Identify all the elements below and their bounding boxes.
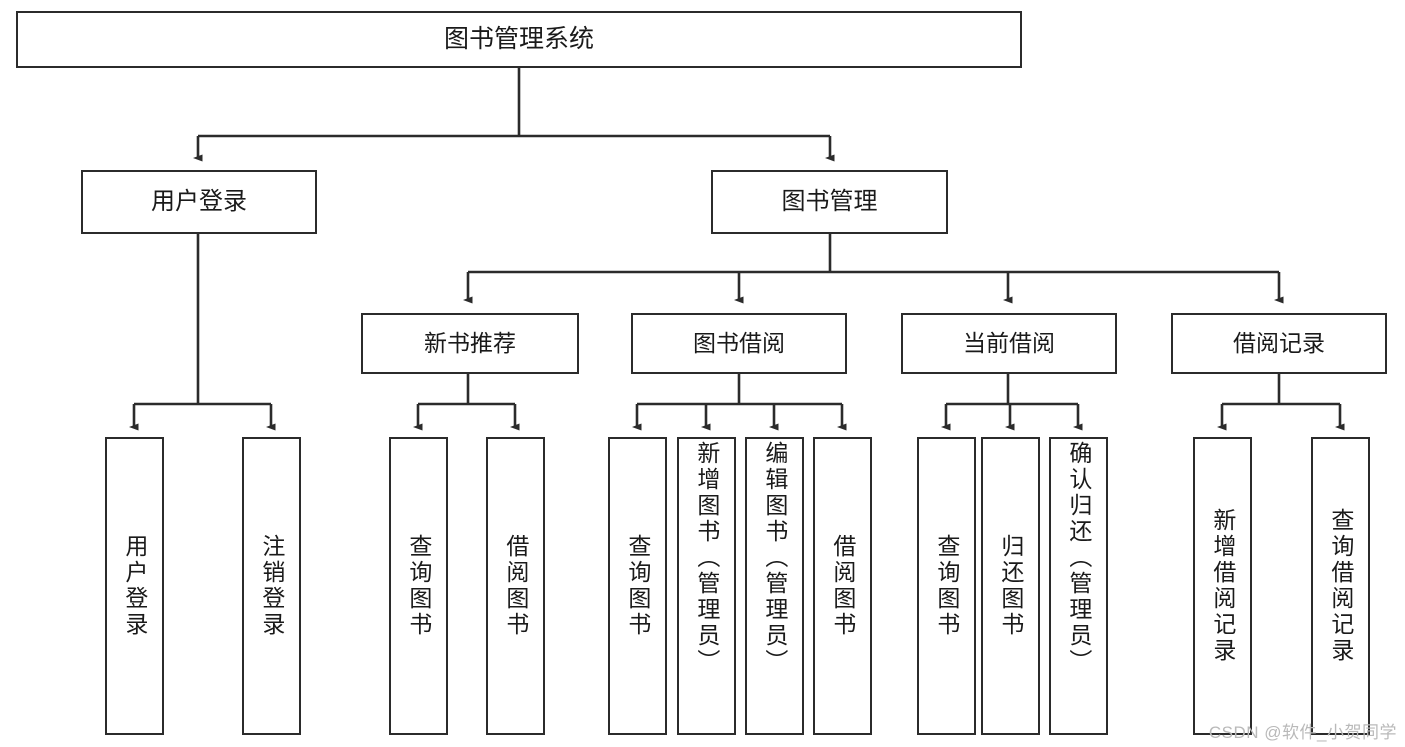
node-root-book-management-system[interactable]: 图书管理系统 [16, 11, 1022, 68]
leaf-book-borrow-edit-book-admin[interactable]: 编辑图书（管理员） [745, 437, 804, 735]
leaf-book-borrow-query-book[interactable]: 查询图书 [608, 437, 667, 735]
node-label: 新书推荐 [424, 330, 516, 357]
node-new-book-recommend[interactable]: 新书推荐 [361, 313, 579, 374]
leaf-new-book-borrow-book[interactable]: 借阅图书 [486, 437, 545, 735]
node-label: 注销登录 [258, 534, 285, 638]
leaf-user-login-login[interactable]: 用户登录 [105, 437, 164, 735]
node-current-borrow[interactable]: 当前借阅 [901, 313, 1117, 374]
leaf-book-borrow-add-book-admin[interactable]: 新增图书（管理员） [677, 437, 736, 735]
node-book-management[interactable]: 图书管理 [711, 170, 948, 234]
node-label: 借阅图书 [502, 534, 529, 638]
node-label: 借阅记录 [1233, 330, 1325, 357]
node-label: 新增图书（管理员） [693, 441, 720, 675]
leaf-current-borrow-confirm-return-admin[interactable]: 确认归还（管理员） [1049, 437, 1108, 735]
node-label: 借阅图书 [829, 534, 856, 638]
node-label: 用户登录 [121, 534, 148, 638]
node-label: 查询借阅记录 [1327, 508, 1354, 664]
node-label: 图书借阅 [693, 330, 785, 357]
node-label: 编辑图书（管理员） [761, 441, 788, 675]
leaf-current-borrow-return-book[interactable]: 归还图书 [981, 437, 1040, 735]
node-borrow-record[interactable]: 借阅记录 [1171, 313, 1387, 374]
node-label: 查询图书 [933, 534, 960, 638]
node-book-borrow[interactable]: 图书借阅 [631, 313, 847, 374]
node-label: 归还图书 [997, 534, 1024, 638]
leaf-user-login-logout[interactable]: 注销登录 [242, 437, 301, 735]
leaf-borrow-record-query-record[interactable]: 查询借阅记录 [1311, 437, 1370, 735]
leaf-new-book-query-book[interactable]: 查询图书 [389, 437, 448, 735]
node-label: 查询图书 [405, 534, 432, 638]
node-label: 确认归还（管理员） [1065, 441, 1092, 675]
leaf-current-borrow-query-book[interactable]: 查询图书 [917, 437, 976, 735]
node-label: 用户登录 [151, 188, 247, 216]
node-label: 新增借阅记录 [1209, 508, 1236, 664]
leaf-borrow-record-add-record[interactable]: 新增借阅记录 [1193, 437, 1252, 735]
node-label: 图书管理系统 [443, 25, 594, 53]
node-label: 查询图书 [624, 534, 651, 638]
leaf-book-borrow-borrow-book[interactable]: 借阅图书 [813, 437, 872, 735]
node-user-login[interactable]: 用户登录 [81, 170, 317, 234]
node-label: 当前借阅 [963, 330, 1055, 357]
node-label: 图书管理 [781, 188, 878, 216]
